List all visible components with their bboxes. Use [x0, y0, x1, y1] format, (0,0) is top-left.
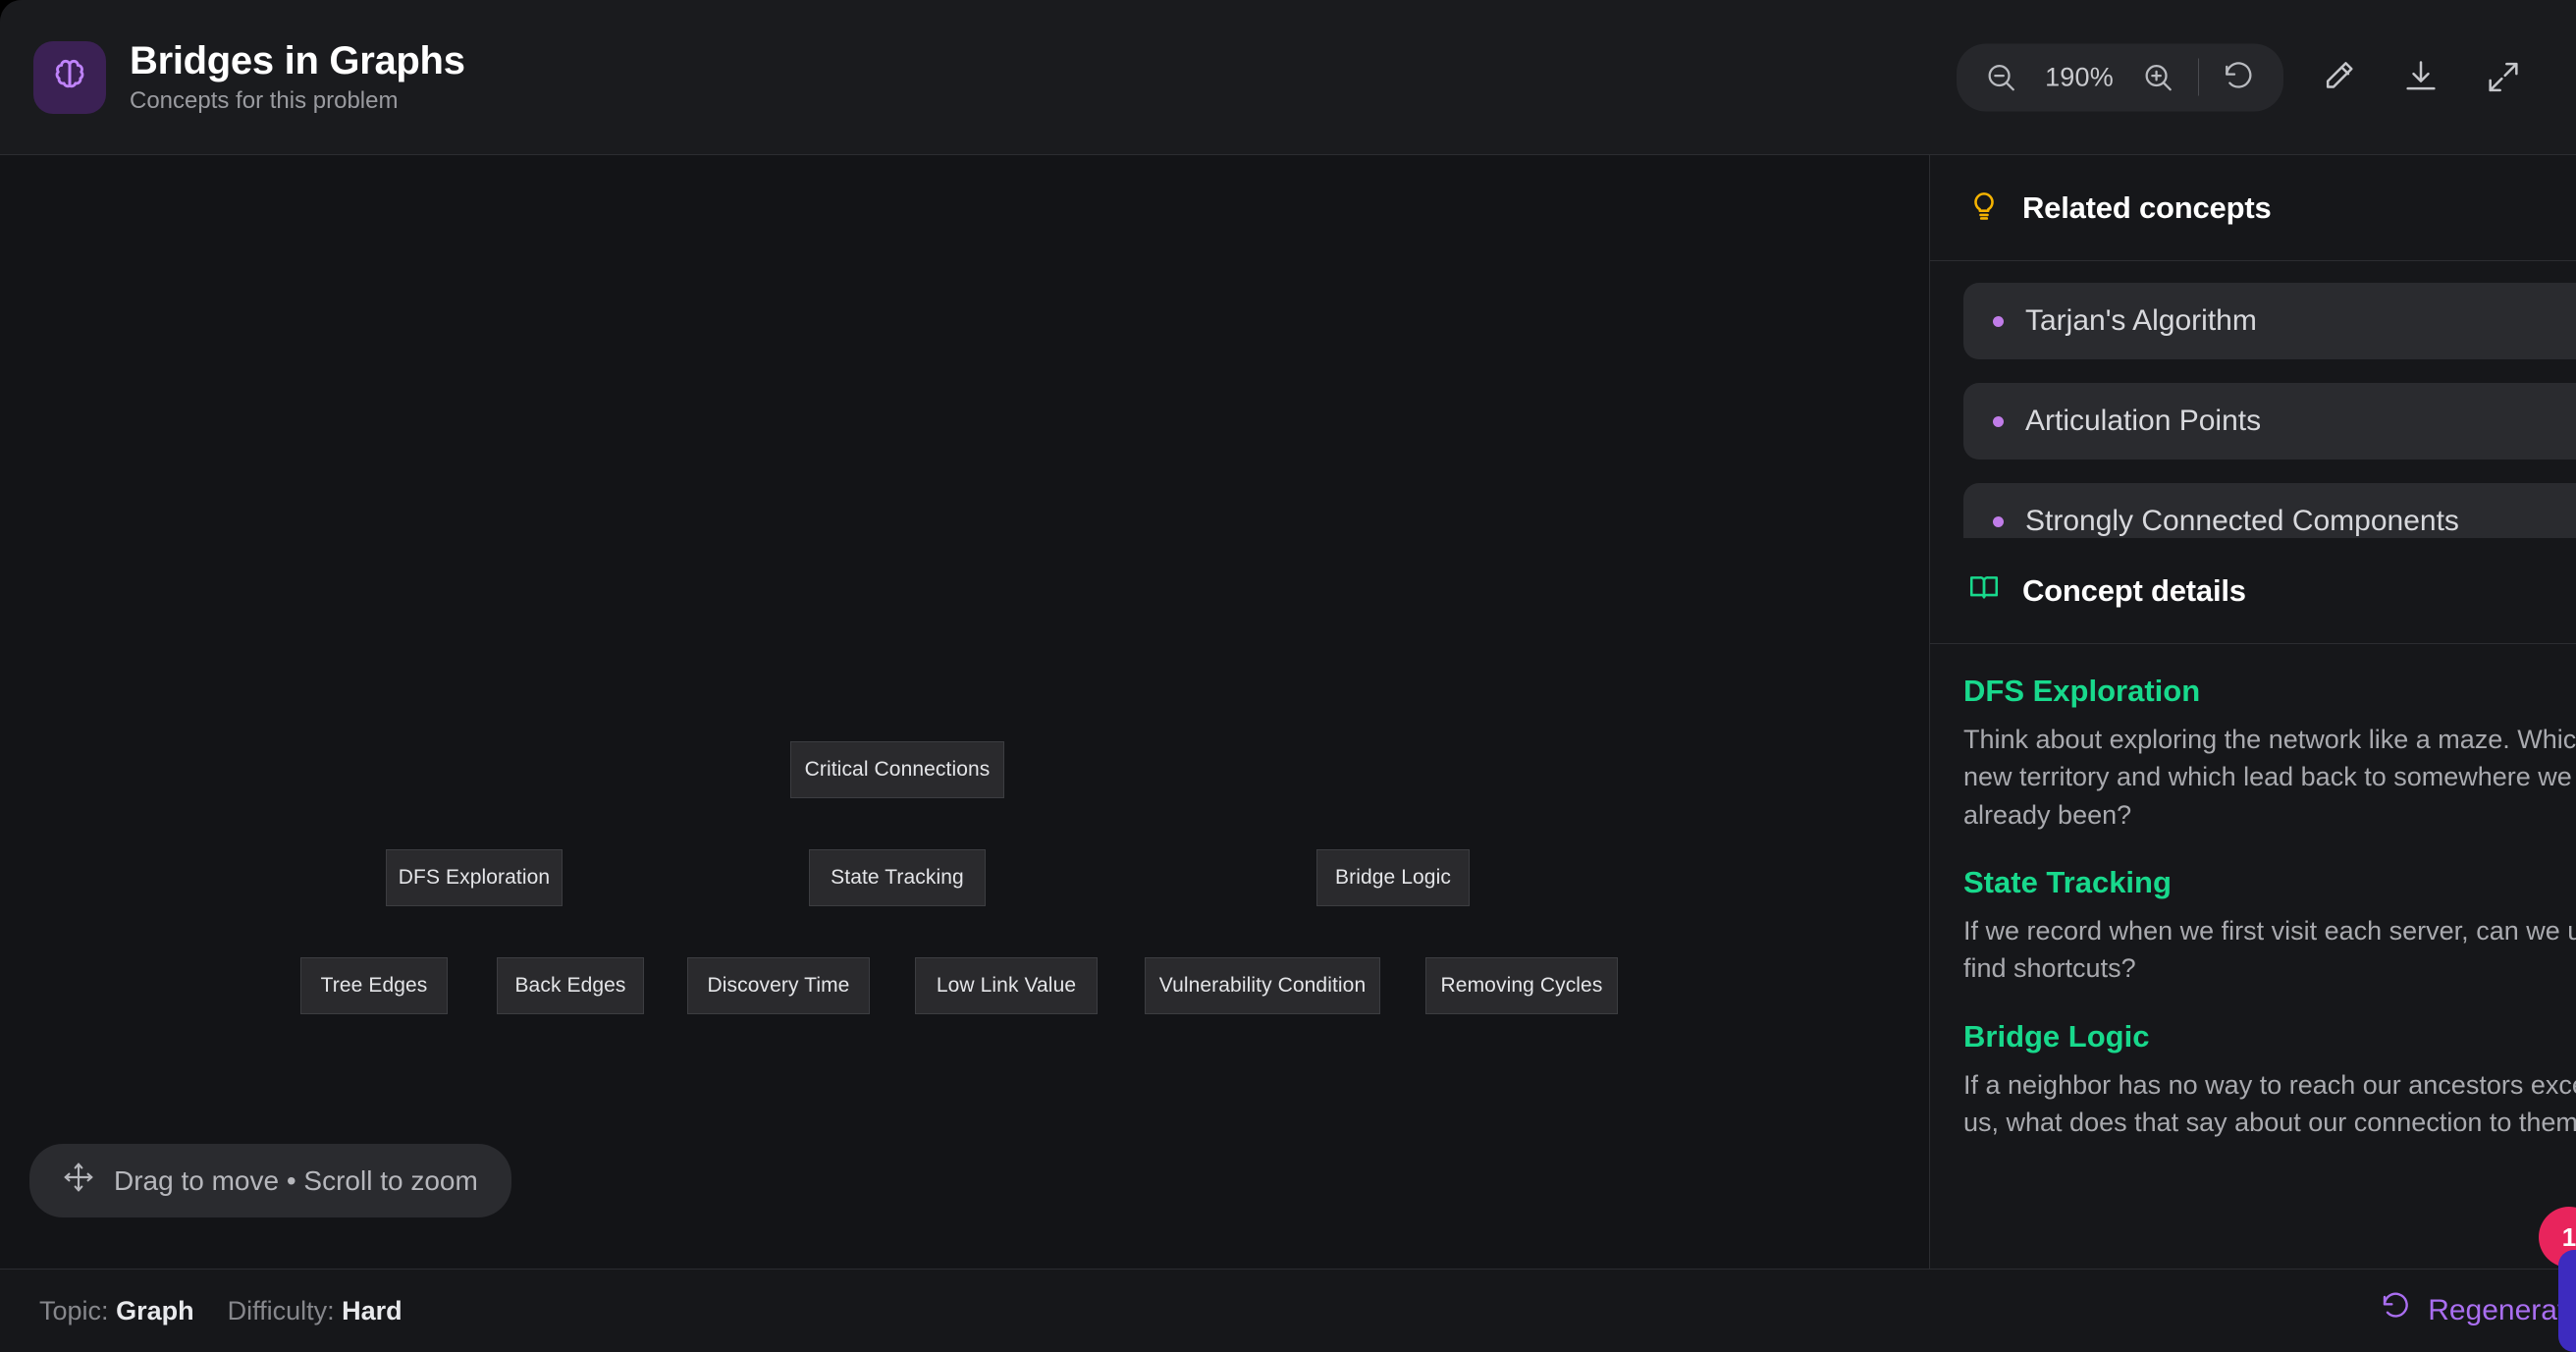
difficulty-value: Hard: [342, 1295, 402, 1325]
related-concept-item[interactable]: Strongly Connected Components: [1963, 483, 2576, 538]
related-concept-label: Strongly Connected Components: [2025, 505, 2459, 537]
book-icon: [1967, 571, 2001, 610]
diagram-node[interactable]: Low Link Value: [915, 957, 1098, 1014]
difficulty-label: Difficulty:: [227, 1295, 335, 1325]
refresh-icon: [2381, 1291, 2412, 1330]
toolbar: 190%: [1957, 43, 2531, 111]
title-block: Bridges in Graphs Concepts for this prob…: [130, 40, 465, 114]
concept-detail-title: DFS Exploration: [1963, 674, 2201, 708]
diagram-node[interactable]: Back Edges: [497, 957, 644, 1014]
related-concepts-title: Related concepts: [2022, 189, 2272, 225]
zoom-out-icon[interactable]: [1982, 59, 2019, 96]
regenerate-label: Regenerate: [2428, 1294, 2576, 1326]
move-icon: [63, 1162, 94, 1200]
related-concept-item[interactable]: Tarjan's Algorithm: [1963, 283, 2576, 359]
zoom-level: 190%: [2045, 62, 2114, 91]
bullet-icon: [1993, 515, 2004, 527]
reset-icon[interactable]: [2221, 59, 2258, 96]
footer-meta: Topic: Graph Difficulty: Hard: [39, 1296, 402, 1326]
topic-meta: Topic: Graph: [39, 1296, 194, 1326]
status-footer: Topic: Graph Difficulty: Hard Regenerate…: [0, 1207, 2576, 1352]
diagram-node[interactable]: State Tracking: [809, 849, 986, 906]
concept-detail-title: State Tracking: [1963, 864, 2172, 899]
download-icon[interactable]: [2393, 50, 2448, 105]
concept-detail-text: Think about exploring the network like a…: [1963, 725, 2576, 830]
toolbar-divider: [2198, 58, 2199, 96]
expand-icon[interactable]: [2476, 50, 2531, 105]
topic-label: Topic:: [39, 1295, 109, 1325]
topic-value: Graph: [116, 1295, 194, 1325]
related-concepts-header: Related concepts: [1930, 155, 2576, 261]
diagram-node[interactable]: Tree Edges: [300, 957, 448, 1014]
concept-details-title: Concept details: [2022, 572, 2246, 608]
page-title: Bridges in Graphs: [130, 39, 465, 83]
diagram-node[interactable]: Removing Cycles: [1425, 957, 1618, 1014]
floating-action-bar[interactable]: [2558, 1250, 2576, 1352]
zoom-in-icon[interactable]: [2139, 59, 2176, 96]
brain-icon: [33, 40, 106, 114]
lightbulb-icon: [1967, 189, 2001, 227]
concept-detail-text: If we record when we first visit each se…: [1963, 915, 2576, 984]
diagram-node[interactable]: Critical Connections: [790, 741, 1004, 798]
bullet-icon: [1993, 415, 2004, 427]
canvas-hint: Drag to move • Scroll to zoom: [29, 1144, 511, 1217]
canvas-hint-label: Drag to move • Scroll to zoom: [114, 1164, 478, 1196]
concept-detail-title: Bridge Logic: [1963, 1018, 2150, 1054]
bullet-icon: [1993, 315, 2004, 327]
app-header: Bridges in Graphs Concepts for this prob…: [0, 0, 2576, 155]
pen-icon[interactable]: [2311, 50, 2366, 105]
zoom-control-group: 190%: [1957, 43, 2283, 111]
related-concept-item[interactable]: Articulation Points: [1963, 383, 2576, 460]
diagram-node[interactable]: Vulnerability Condition: [1145, 957, 1380, 1014]
page-subtitle: Concepts for this problem: [130, 86, 399, 114]
diagram-node[interactable]: Bridge Logic: [1316, 849, 1470, 906]
diagram-node[interactable]: DFS Exploration: [386, 849, 563, 906]
brand: Bridges in Graphs Concepts for this prob…: [33, 40, 465, 114]
related-concept-label: Tarjan's Algorithm: [2025, 304, 2257, 337]
regenerate-button[interactable]: Regenerate: [2381, 1291, 2576, 1330]
related-concept-label: Articulation Points: [2025, 405, 2262, 437]
diagram-node[interactable]: Discovery Time: [687, 957, 870, 1014]
concept-details-header: Concept details: [1930, 538, 2576, 644]
difficulty-meta: Difficulty: Hard: [228, 1296, 402, 1326]
concept-detail-text: If a neighbor has no way to reach our an…: [1963, 1069, 2576, 1137]
